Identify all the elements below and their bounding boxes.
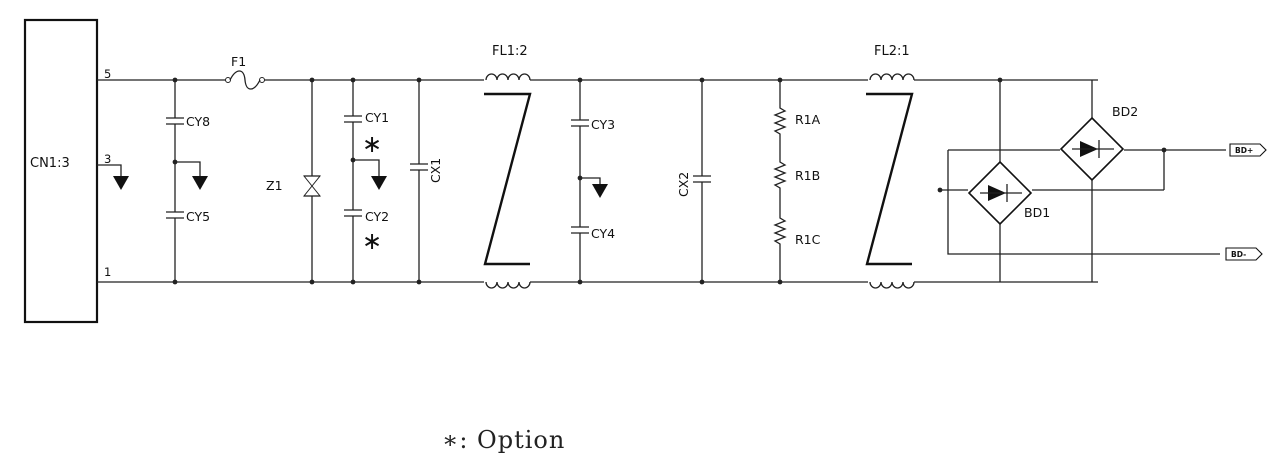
bd1-label: BD1 (1024, 205, 1050, 220)
fl1-label: FL1:2 (492, 44, 528, 59)
bd-minus-label: BD- (1231, 250, 1246, 259)
resistor-chain: R1A R1B R1C (773, 77, 821, 285)
fuse-f1: F1 (225, 54, 265, 90)
fl2-label: FL2:1 (874, 44, 910, 59)
cy4-label: CY4 (591, 226, 615, 241)
cx2-label: CX2 (676, 172, 691, 197)
output-bd-plus: BD+ (1229, 143, 1267, 157)
capacitor-cy8-cy5: CY8 CY5 (166, 77, 210, 285)
pin-1-label: 1 (104, 265, 111, 279)
connector-cn1: CN1:3 5 3 1 (23, 18, 111, 324)
connector-label: CN1:3 (30, 156, 70, 171)
bridge-bd1: BD1 (967, 160, 1050, 226)
capacitor-cx1: CX1 (410, 77, 443, 285)
pin-3-ground (97, 164, 129, 190)
cy2-option-mark: ∗ (362, 227, 382, 255)
bd-plus-label: BD+ (1235, 146, 1253, 155)
cy5-label: CY5 (186, 209, 210, 224)
pin-3-label: 3 (104, 152, 111, 166)
bd2-label: BD2 (1112, 104, 1138, 119)
varistor-label: Z1 (266, 178, 283, 193)
varistor-z1: Z1 (266, 77, 322, 285)
capacitor-cy1-cy2: CY1 ∗ CY2 ∗ (344, 77, 389, 285)
bridge-wiring (937, 77, 1226, 282)
fuse-label: F1 (231, 54, 246, 69)
pin-5-label: 5 (104, 67, 111, 81)
bridge-bd2: BD2 (1059, 104, 1138, 182)
option-footnote: ∗: Option (442, 426, 565, 454)
cy8-label: CY8 (186, 114, 210, 129)
r1a-label: R1A (795, 112, 821, 127)
cx1-label: CX1 (428, 158, 443, 183)
cy2-label: CY2 (365, 209, 389, 224)
cy1-option-mark: ∗ (362, 130, 382, 158)
line-filter-fl2: FL2:1 (865, 44, 915, 289)
r1c-label: R1C (795, 232, 821, 247)
cy3-label: CY3 (591, 117, 615, 132)
output-bd-minus: BD- (1225, 247, 1263, 261)
line-filter-fl1: FL1:2 (483, 44, 532, 289)
r1b-label: R1B (795, 168, 820, 183)
cy1-label: CY1 (365, 110, 389, 125)
capacitor-cx2: CX2 (676, 77, 711, 285)
capacitor-cy3-cy4: CY3 CY4 (571, 77, 615, 285)
